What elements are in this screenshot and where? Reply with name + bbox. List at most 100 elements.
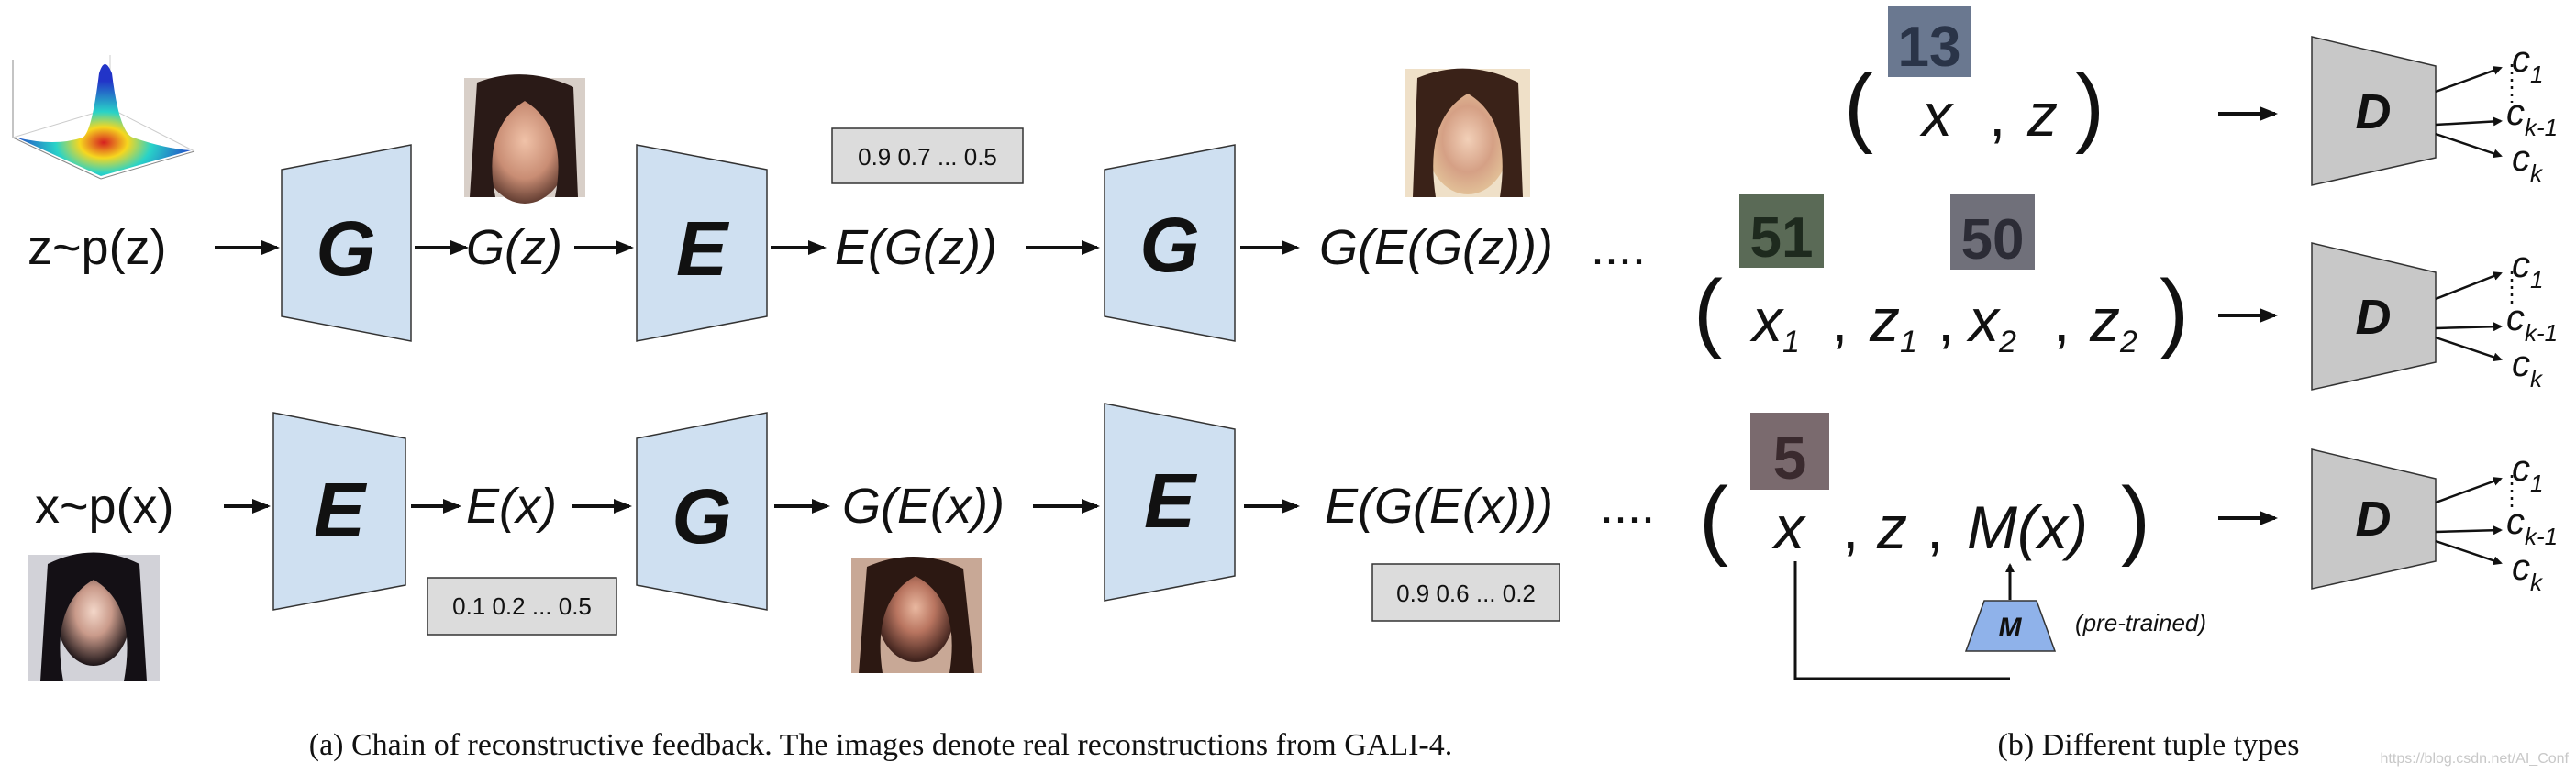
digit-13-label: 13 bbox=[1898, 16, 1961, 79]
svg-text:c1: c1 bbox=[2512, 245, 2543, 293]
disc1-out-arrow-2 bbox=[2435, 116, 2503, 127]
row2-output-3: E(G(E(x))) bbox=[1325, 479, 1553, 534]
discriminator-label-3: D bbox=[2356, 492, 2392, 547]
svg-text:z1: z1 bbox=[1869, 286, 1917, 359]
digit-image-5: 5 bbox=[1750, 413, 1829, 492]
digit-image-51: 51 bbox=[1739, 194, 1824, 270]
tuple1-open-paren: ( bbox=[1844, 57, 1873, 155]
svg-text:c1: c1 bbox=[2512, 448, 2543, 497]
latent-code-3: 0.9 0.6 ... 0.2 bbox=[1396, 580, 1536, 607]
gaussian-plot-image bbox=[7, 55, 195, 180]
latent-code-1: 0.9 0.7 ... 0.5 bbox=[858, 143, 997, 171]
svg-text:ck-1: ck-1 bbox=[2506, 298, 2558, 347]
pretrained-model-label: M bbox=[1999, 613, 2023, 643]
tuple3-close-paren: ) bbox=[2121, 470, 2150, 568]
disc2-ck1-sub: k-1 bbox=[2525, 319, 2558, 347]
disc2-ck1: c bbox=[2506, 298, 2525, 338]
disc3-out-arrow-3 bbox=[2435, 539, 2503, 566]
discriminator-block-2 bbox=[2311, 242, 2437, 391]
tuple1-close-paren: ) bbox=[2075, 57, 2104, 155]
caption-a: (a) Chain of reconstructive feedback. Th… bbox=[309, 728, 1453, 762]
face-image-1 bbox=[464, 74, 585, 204]
disc3-ck1: c bbox=[2506, 502, 2525, 542]
digit-image-50: 50 bbox=[1950, 194, 2035, 271]
tuple2-open-paren: ( bbox=[1693, 262, 1723, 360]
disc3-ck1-sub: k-1 bbox=[2525, 523, 2558, 550]
generator-block-1 bbox=[281, 144, 412, 342]
row1-output-3: G(E(G(z))) bbox=[1319, 220, 1553, 275]
row2-output-1: E(x) bbox=[466, 479, 557, 534]
svg-text:x1: x1 bbox=[1749, 286, 1800, 359]
tuple3-mx: M(x) bbox=[1967, 493, 2088, 561]
disc3-out-arrow-2 bbox=[2435, 525, 2503, 536]
watermark: https://blog.csdn.net/AI_Conf bbox=[2381, 751, 2570, 767]
disc1-out-arrow-3 bbox=[2435, 132, 2503, 159]
tuple3-x: x bbox=[1771, 493, 1806, 561]
encoder-label-3: E bbox=[1144, 458, 1198, 544]
disc3-ck: c bbox=[2512, 547, 2530, 588]
generator-label-3: G bbox=[672, 473, 731, 559]
tuple2-close-paren: ) bbox=[2160, 262, 2189, 360]
digit-image-13: 13 bbox=[1888, 6, 1971, 79]
tuple2-comma-3: , bbox=[2053, 286, 2070, 354]
row1-input: z~p(z) bbox=[28, 220, 167, 275]
disc2-ck: c bbox=[2512, 344, 2530, 384]
tuple2-z2: z bbox=[2089, 286, 2120, 354]
encoder-block-2 bbox=[272, 412, 406, 611]
svg-text:ck: ck bbox=[2512, 138, 2544, 187]
generator-label-1: G bbox=[316, 205, 375, 292]
tuple2-x1: x bbox=[1749, 286, 1784, 354]
disc1-ck1: c bbox=[2506, 93, 2525, 133]
row1-ellipsis: .... bbox=[1591, 220, 1646, 275]
disc2-outputs: c1 ck-1 ck bbox=[2506, 245, 2558, 393]
panel-a: z~p(z) G G(z) E 0.9 0.7 ... 0.5 E(G(z)) … bbox=[7, 55, 1655, 762]
tuple2-comma-2: , bbox=[1938, 286, 1954, 354]
pretrained-note: (pre-trained) bbox=[2075, 609, 2206, 636]
disc3-ck-sub: k bbox=[2530, 569, 2544, 596]
row2-output-2: G(E(x)) bbox=[842, 479, 1005, 534]
latent-code-box-2: 0.1 0.2 ... 0.5 bbox=[427, 577, 617, 636]
svg-text:ck: ck bbox=[2512, 344, 2544, 393]
panel-b: 13 ( x , z ) D c1 ck-1 ck 51 50 ( x1 , bbox=[1693, 6, 2570, 767]
digit-50-label: 50 bbox=[1961, 208, 2025, 271]
tuple2-z1-sub: 1 bbox=[1900, 325, 1917, 359]
disc3-c1: c bbox=[2512, 448, 2530, 489]
tuple2-x2: x bbox=[1966, 286, 2001, 354]
tuple2-x2-sub: 2 bbox=[1998, 325, 2016, 359]
latent-code-box-1: 0.9 0.7 ... 0.5 bbox=[831, 127, 1024, 184]
generator-block-2 bbox=[1104, 144, 1236, 342]
x-to-m-connector bbox=[1793, 561, 2010, 680]
generator-block-3 bbox=[636, 412, 768, 611]
disc2-c1: c bbox=[2512, 245, 2530, 285]
encoder-block-1 bbox=[636, 144, 768, 342]
row2-ellipsis: .... bbox=[1600, 479, 1655, 534]
face-image-4 bbox=[851, 556, 982, 673]
tuple2-contents: x1 , z1 , x2 , z2 bbox=[1749, 286, 2137, 359]
face-image-3 bbox=[28, 552, 160, 681]
caption-b: (b) Different tuple types bbox=[1998, 728, 2300, 762]
pretrained-model-block bbox=[1964, 600, 2057, 652]
digit-5-label: 5 bbox=[1773, 424, 1807, 492]
encoder-label-1: E bbox=[676, 205, 730, 292]
row2-input: x~p(x) bbox=[35, 479, 174, 534]
discriminator-label-1: D bbox=[2356, 84, 2392, 139]
disc1-ck-sub: k bbox=[2530, 160, 2544, 187]
encoder-label-2: E bbox=[314, 467, 368, 553]
disc1-c1-sub: 1 bbox=[2530, 61, 2543, 88]
svg-text:x2: x2 bbox=[1966, 286, 2016, 359]
latent-code-box-3: 0.9 0.6 ... 0.2 bbox=[1371, 563, 1560, 622]
tuple1-z: z bbox=[2026, 81, 2058, 149]
disc1-c1: c bbox=[2512, 39, 2530, 80]
tuple3-comma-1: , bbox=[1842, 493, 1859, 561]
svg-text:c1: c1 bbox=[2512, 39, 2543, 88]
disc1-outputs: c1 ck-1 ck bbox=[2506, 39, 2558, 187]
tuple3-comma-2: , bbox=[1926, 493, 1943, 561]
svg-text:ck: ck bbox=[2512, 547, 2544, 596]
disc2-c1-sub: 1 bbox=[2530, 266, 2543, 293]
disc1-out-arrow-1 bbox=[2435, 66, 2503, 94]
latent-code-2: 0.1 0.2 ... 0.5 bbox=[452, 592, 592, 620]
encoder-block-3 bbox=[1104, 403, 1236, 602]
disc3-outputs: c1 ck-1 ck bbox=[2506, 448, 2558, 596]
tuple3-open-paren: ( bbox=[1699, 470, 1728, 568]
